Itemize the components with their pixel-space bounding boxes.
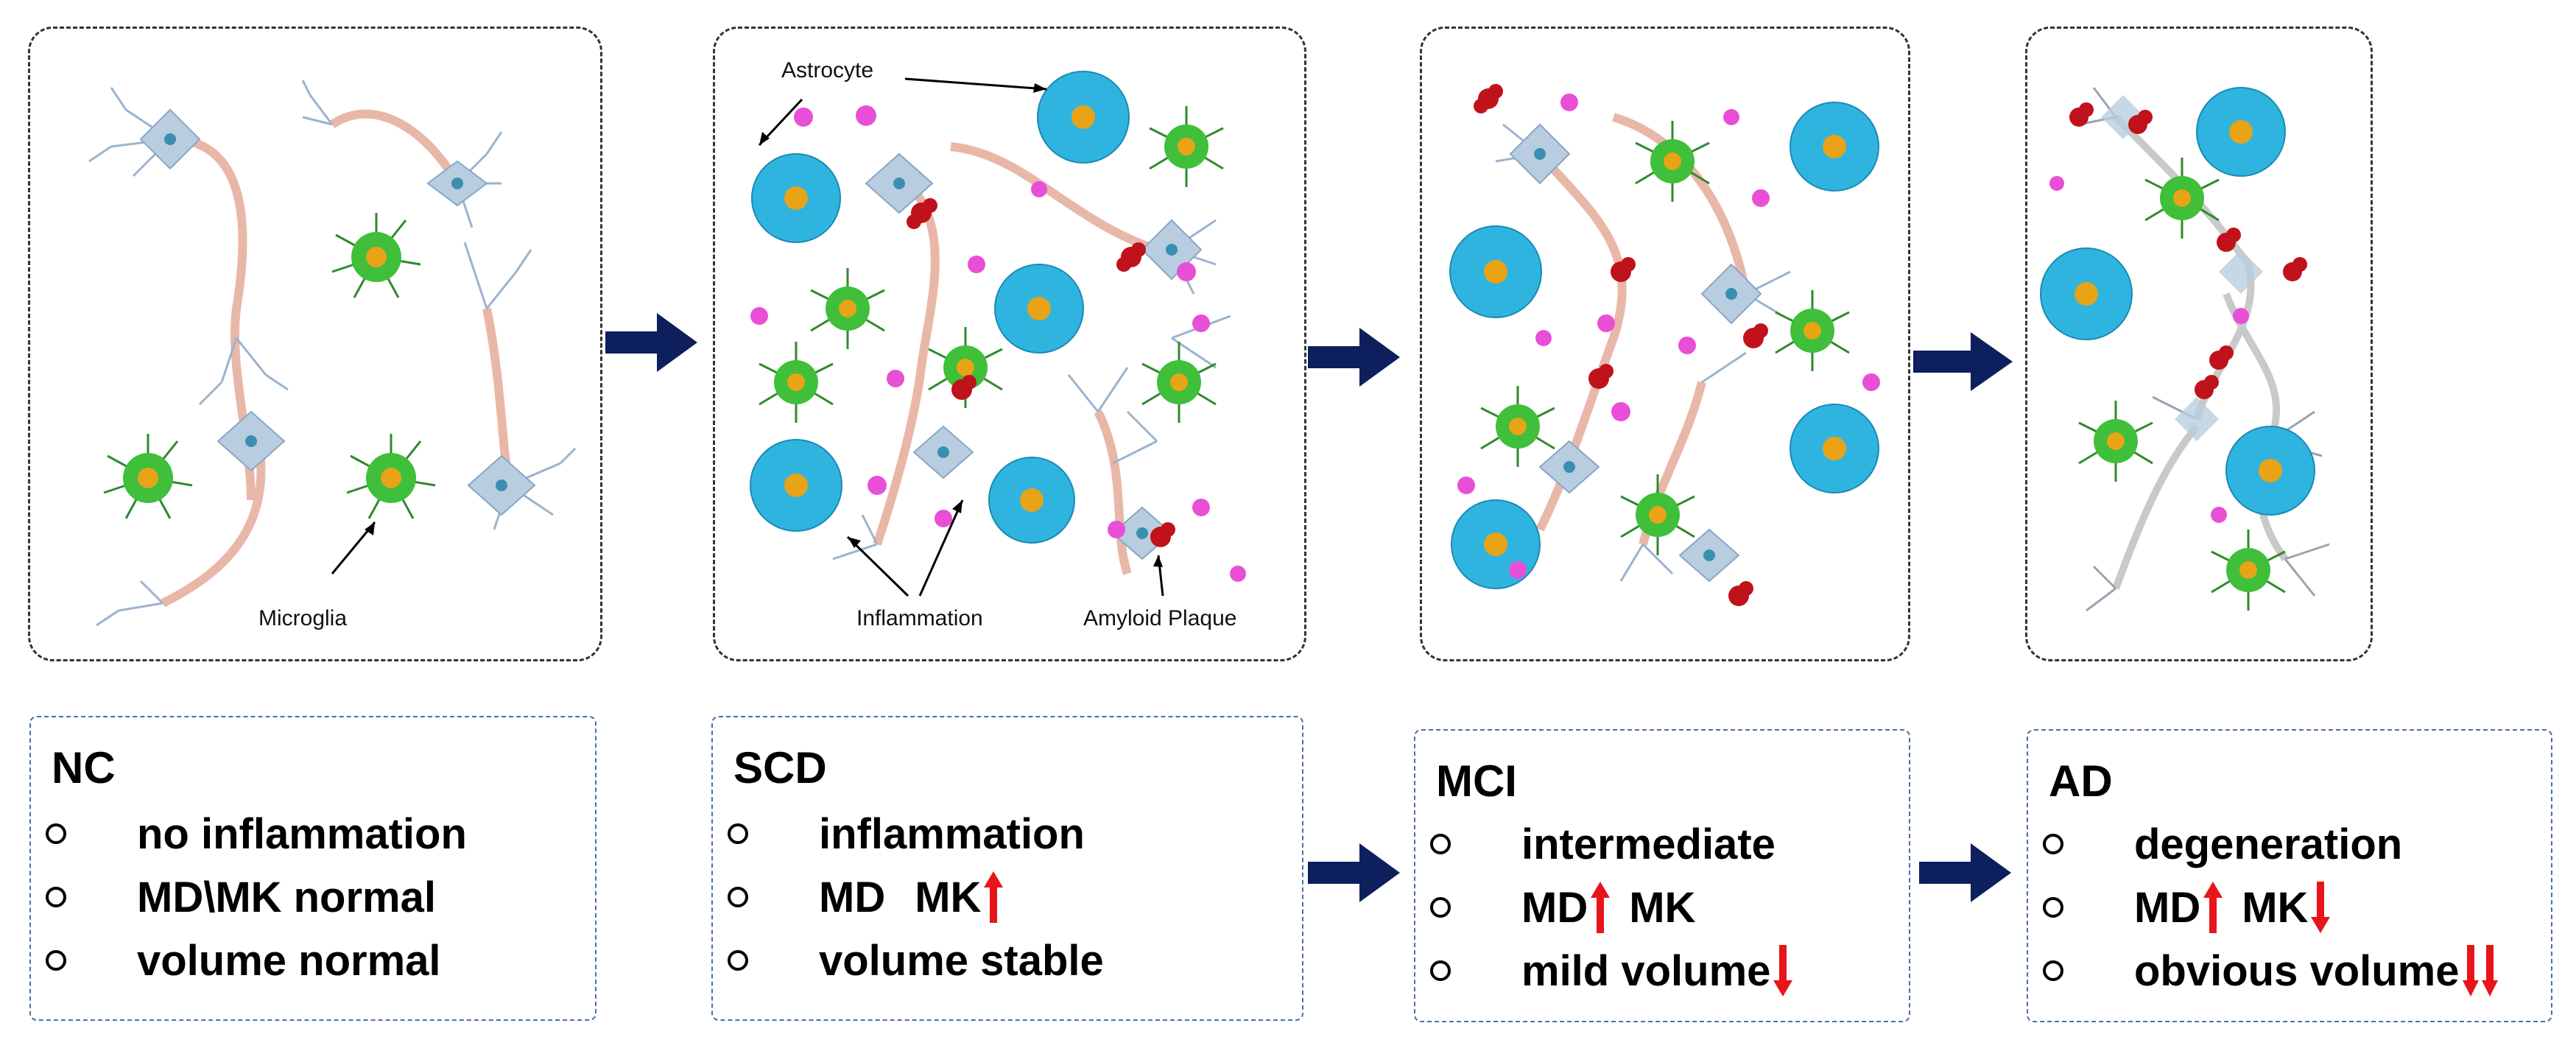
mci-md-label: MD — [1521, 883, 1588, 932]
up-arrow-icon — [2203, 882, 2223, 933]
scd-item-2: MD MK — [728, 871, 1004, 924]
ad-volume-label: obvious volume — [2134, 946, 2460, 995]
stage-title-ad: AD — [2049, 756, 2113, 806]
bullet-icon — [1430, 834, 1451, 854]
bullet-icon — [46, 950, 66, 971]
label-microglia: Microglia — [258, 606, 348, 630]
bullet-icon — [2043, 960, 2063, 981]
label-astrocyte: Astrocyte — [781, 58, 874, 82]
panel-nc-illustration — [88, 80, 577, 627]
flow-arrow-1 — [605, 313, 697, 372]
up-arrow-icon — [1591, 882, 1611, 933]
stage-title-nc: NC — [52, 743, 116, 792]
ad-item-1: degeneration — [2043, 818, 2402, 871]
label-inflammation: Inflammation — [856, 606, 983, 630]
bullet-icon — [1430, 960, 1451, 981]
flow-arrow-3 — [1913, 332, 2013, 391]
panel-nc: Microglia — [28, 27, 602, 661]
bullet-icon — [2043, 834, 2063, 854]
mci-mk-label: MK — [1629, 883, 1696, 932]
infobox-ad: AD degeneration MD MK obvious volume — [2027, 729, 2552, 1022]
mci-volume-label: mild volume — [1521, 946, 1771, 995]
infobox-mci: MCI intermediate MD MK mild volume — [1414, 729, 1910, 1022]
mci-item-1: intermediate — [1430, 818, 1776, 871]
mci-item-2: MD MK — [1430, 881, 1695, 934]
label-amyloid-plaque: Amyloid Plaque — [1083, 606, 1237, 630]
scd-item-1: inflammation — [728, 807, 1085, 860]
panel-ad-illustration — [2040, 87, 2330, 612]
up-arrow-icon — [984, 871, 1004, 923]
bullet-icon — [46, 887, 66, 907]
ad-md-label: MD — [2134, 883, 2201, 932]
bullet-icon — [728, 950, 748, 971]
panel-scd: Astrocyte Inflammation Amyloid Plaque — [713, 27, 1306, 661]
nc-item-1: no inflammation — [46, 807, 467, 860]
bullet-icon — [1430, 897, 1451, 918]
ad-item-2: MD MK — [2043, 881, 2331, 934]
bullet-icon — [2043, 897, 2063, 918]
stage-title-scd: SCD — [733, 743, 827, 792]
double-down-arrow-icon — [2462, 945, 2498, 996]
panel-ad — [2025, 27, 2373, 661]
nc-item-2: MD\MK normal — [46, 871, 436, 924]
panel-scd-illustration — [750, 71, 1246, 597]
infobox-scd: SCD inflammation MD MK volume stable — [711, 716, 1303, 1021]
down-arrow-icon — [1773, 945, 1793, 996]
stage-title-mci: MCI — [1436, 756, 1517, 806]
ad-item-3: obvious volume — [2043, 944, 2498, 997]
panel-mci-illustration — [1449, 84, 1880, 606]
bullet-icon — [728, 823, 748, 844]
flow-arrow-5 — [1919, 843, 2011, 902]
bullet-icon — [46, 823, 66, 844]
ad-mk-label: MK — [2242, 883, 2309, 932]
scd-item-3: volume stable — [728, 934, 1104, 987]
flow-arrow-4 — [1308, 843, 1400, 902]
nc-item-3: volume normal — [46, 934, 441, 987]
scd-mk-label: MK — [915, 873, 982, 921]
scd-md-label: MD — [819, 873, 886, 921]
down-arrow-icon — [2311, 882, 2331, 933]
panel-mci — [1420, 27, 1910, 661]
flow-arrow-2 — [1308, 328, 1400, 387]
infobox-nc: NC no inflammation MD\MK normal volume n… — [29, 716, 597, 1021]
bullet-icon — [728, 887, 748, 907]
mci-item-3: mild volume — [1430, 944, 1793, 997]
